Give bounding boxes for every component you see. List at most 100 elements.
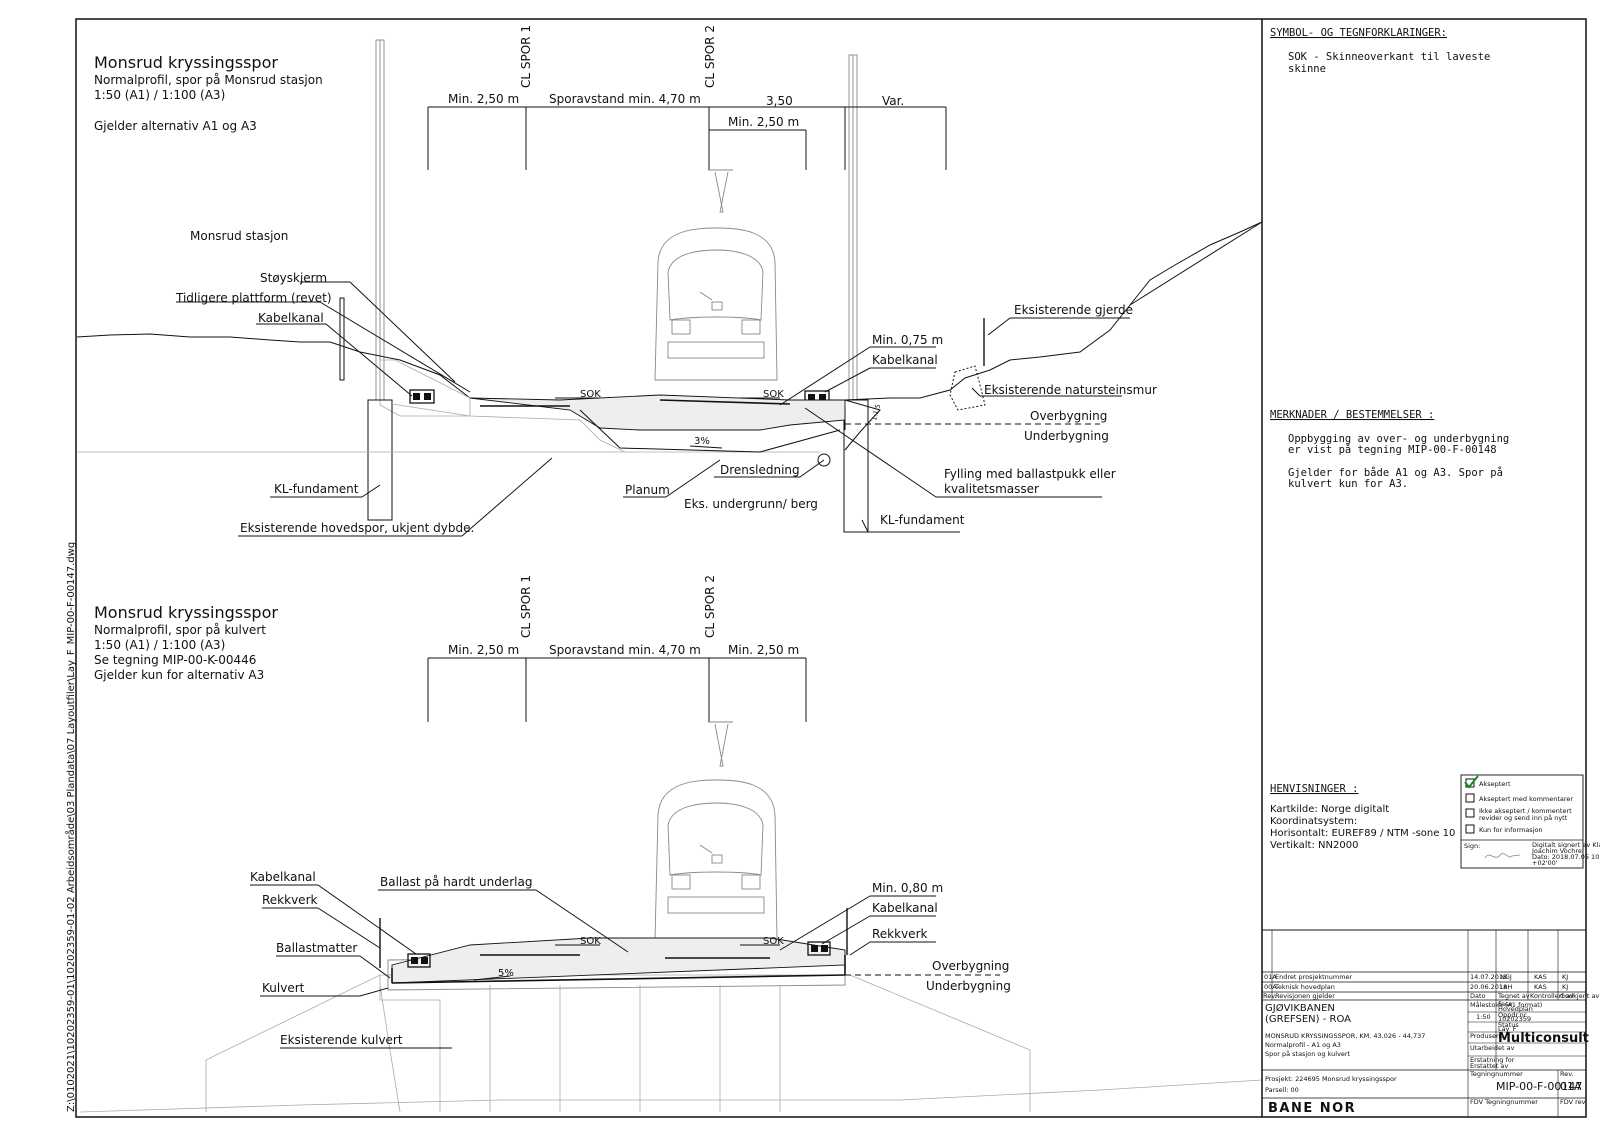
notes-line-3: Gjelder for både A1 og A3. Spor på — [1288, 466, 1503, 479]
top-cl-spor-2: CL SPOR 2 — [703, 25, 717, 88]
utarbeidet-label: Utarbeidet av — [1470, 1044, 1515, 1052]
rev1-nr: 01A — [1264, 973, 1277, 981]
drain-pipe — [817, 453, 831, 467]
refs-heading: HENVISNINGER : — [1270, 783, 1359, 795]
hdr-rev: Rev. — [1263, 992, 1277, 1000]
refs-line-3: Horisontalt: EUREF89 / NTM -sone 10 — [1270, 828, 1455, 839]
label-eks-kulvert: Eksisterende kulvert — [280, 1033, 403, 1047]
fase-value: Hovedplan — [1498, 1005, 1533, 1013]
label-natursteinsmur: Eksisterende natursteinsmur — [984, 383, 1157, 397]
label-kabelkanal-left: Kabelkanal — [258, 311, 324, 325]
existing-culvert — [205, 974, 1031, 1112]
approval-sign: Sign: — [1464, 842, 1480, 850]
checkbox-akseptert-med-kommentarer[interactable] — [1465, 793, 1475, 803]
slope-ratio: 1:1,5 — [870, 403, 882, 421]
label-overbygning-bottom: Overbygning — [932, 959, 1009, 973]
label-underbygning-top: Underbygning — [1024, 429, 1109, 443]
rev1-tegnet: NGJ — [1500, 973, 1512, 981]
terrain-left — [76, 333, 471, 399]
scale-value: 1:50 — [1476, 1013, 1491, 1021]
rev2-godkjent: KJ — [1562, 983, 1568, 991]
bottom-title: Monsrud kryssingsspor — [94, 603, 278, 622]
rev2-desc: Teknisk hovedplan — [1274, 983, 1335, 991]
bottom-cl-spor-1: CL SPOR 1 — [519, 575, 533, 638]
top-cl-spor-1: CL SPOR 1 — [519, 25, 533, 88]
label-ballast: Ballast på hardt underlag — [380, 875, 532, 889]
notes-line-4: kulvert kun for A3. — [1288, 478, 1408, 490]
label-fylling-2: kvalitetsmasser — [944, 482, 1039, 496]
station-label: Monsrud stasjon — [190, 229, 288, 243]
tegningsnr-value: MIP-00-F-00147 — [1496, 1080, 1582, 1093]
kl-fundament-left — [367, 399, 393, 521]
cable-trough-right-bottom — [807, 941, 831, 956]
produsent-label: Produsent — [1470, 1032, 1503, 1040]
bottom-subtitle-2: 1:50 (A1) / 1:100 (A3) — [94, 638, 225, 652]
top-subtitle-1: Normalprofil, spor på Monsrud stasjon — [94, 73, 323, 87]
drawing-title-3: Spor på stasjon og kulvert — [1265, 1049, 1351, 1058]
top-sok-2: SOK — [763, 389, 784, 400]
train-outline-bottom — [654, 721, 778, 941]
fdv-label: FDV Tegningnummer — [1470, 1098, 1538, 1106]
stone-wall — [949, 365, 986, 411]
label-kl-fundament-left: KL-fundament — [274, 482, 359, 496]
top-dim-var: Var. — [882, 94, 904, 108]
rev1-kontrollert: KAS — [1534, 973, 1547, 981]
kl-fundament-right — [843, 399, 869, 533]
check-icon — [1464, 775, 1479, 789]
top-title: Monsrud kryssingsspor — [94, 53, 278, 72]
file-path: Z:\0102021\10202359-01\10202359-01-02 Ar… — [64, 542, 77, 1112]
train-outline-top — [654, 169, 778, 381]
project-line-1: GJØVIKBANEN — [1265, 1002, 1335, 1014]
cable-trough-left — [409, 389, 435, 404]
approval-ikke-akseptert-1: Ikke akseptert / kommentert — [1479, 807, 1572, 815]
signature-scribble — [1484, 853, 1521, 859]
notes-line-2: er vist på tegning MIP-00-F-00148 — [1288, 443, 1497, 456]
label-undergrunn: Eks. undergrunn/ berg — [684, 497, 818, 511]
oppdrag-label: Oppdr.nr. — [1498, 1011, 1528, 1019]
top-subtitle-2: 1:50 (A1) / 1:100 (A3) — [94, 88, 225, 102]
bottom-slope-5: 5% — [498, 968, 514, 979]
approval-kun-for-informasjon: Kun for informasjon — [1479, 826, 1543, 834]
hdr-tegnet: Tegnet av — [1497, 992, 1530, 1000]
top-section: Monsrud kryssingsspor Normalprofil, spor… — [76, 25, 1263, 537]
top-subtitle-3: Gjelder alternativ A1 og A3 — [94, 119, 257, 133]
refs-line-4: Vertikalt: NN2000 — [1270, 840, 1358, 851]
top-dim-350: 3,50 — [766, 94, 793, 108]
title-block: 01A Endret prosjektnummer 14.07.2018 NGJ… — [1261, 929, 1599, 1118]
bottom-subtitle-3: Se tegning MIP-00-K-00446 — [94, 653, 256, 667]
bottom-dim-min-250-right: Min. 2,50 m — [728, 643, 799, 657]
parsell-line: Parsell: 00 — [1265, 1086, 1299, 1094]
bottom-cl-spor-2: CL SPOR 2 — [703, 575, 717, 638]
label-drensledning: Drensledning — [720, 463, 800, 477]
refs-line-1: Kartkilde: Norge digitalt — [1270, 804, 1389, 815]
bottom-dim-sporavstand: Sporavstand min. 4,70 m — [549, 643, 701, 657]
bottom-section: Monsrud kryssingsspor Normalprofil, spor… — [79, 575, 1263, 1113]
project-line-2: (GREFSEN) - ROA — [1265, 1014, 1351, 1025]
label-kabelkanal-right: Kabelkanal — [872, 353, 938, 367]
planum-top — [579, 409, 841, 453]
label-kabelkanal-right-bottom: Kabelkanal — [872, 901, 938, 915]
rev2-tegnet: LeH — [1500, 983, 1513, 991]
notes-heading: MERKNADER / BESTEMMELSER : — [1270, 409, 1434, 421]
rev2-date: 20.06.2018 — [1470, 983, 1507, 991]
bottom-sok-2: SOK — [763, 936, 784, 947]
tegningsnr-label: Tegningnummer — [1469, 1070, 1523, 1078]
label-overbygning-top: Overbygning — [1030, 409, 1107, 423]
legend-heading: SYMBOL- OG TEGNFORKLARINGER: — [1270, 27, 1447, 39]
label-min-080: Min. 0,80 m — [872, 881, 943, 895]
checkbox-ikke-akseptert[interactable] — [1465, 808, 1475, 818]
approval-med-kommentarer: Akseptert med kommentarer — [1479, 795, 1573, 803]
firma-name: Multiconsult — [1498, 1031, 1589, 1046]
approval-sig-1: Digitalt signert av Klaus- — [1532, 841, 1600, 849]
outer-frame — [75, 18, 1587, 1118]
terrain-right — [844, 221, 1263, 401]
rev-value: 01A — [1560, 1080, 1582, 1093]
checkbox-kun-for-informasjon[interactable] — [1465, 824, 1475, 834]
erstattet-label: Erstattet av — [1470, 1062, 1508, 1070]
top-dim-min-250-right: Min. 2,50 m — [728, 115, 799, 129]
label-stoyskjerm: Støyskjerm — [260, 271, 327, 285]
hdr-godkjent: Godkjent av — [1560, 992, 1599, 1000]
label-kulvert: Kulvert — [262, 981, 305, 995]
scale-label: Målestokk (A1 format) — [1470, 1000, 1542, 1009]
